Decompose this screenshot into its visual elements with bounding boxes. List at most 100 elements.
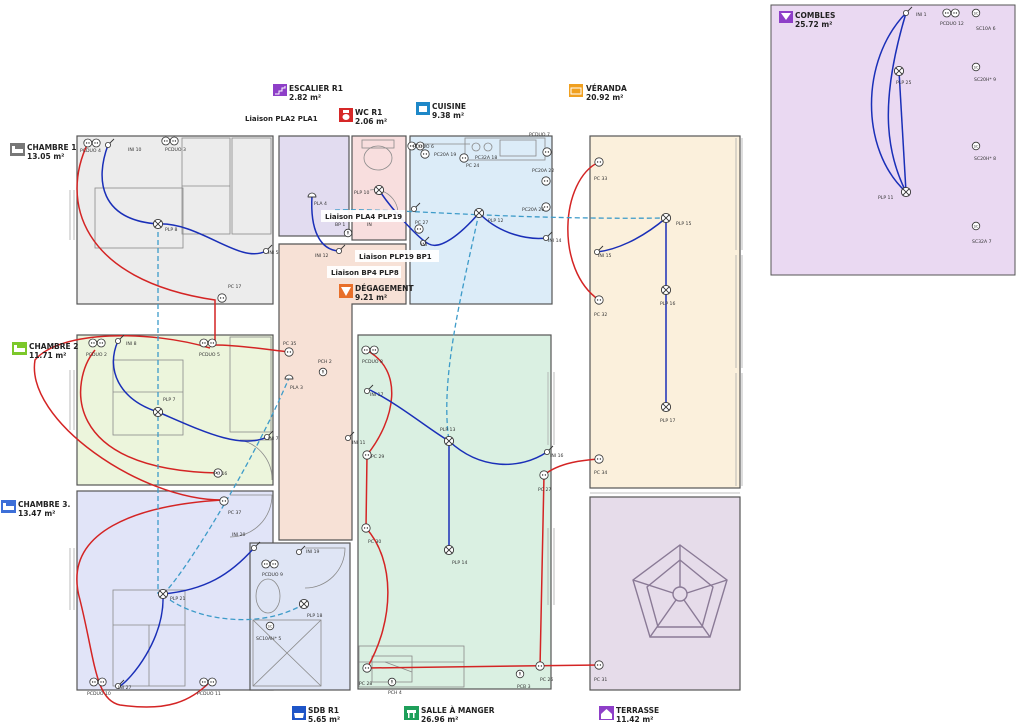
room-name-chambre-1: CHAMBRE 1 [27, 143, 77, 152]
device-label: INI 27 [118, 685, 132, 691]
device-label: PCDUO 6 [413, 144, 434, 150]
ceiling-light-icon [893, 65, 905, 77]
room-name-salle-a-manger: SALLE À MANGER [421, 706, 495, 715]
room-chambre-3[interactable] [76, 490, 274, 691]
push-button-icon [515, 669, 525, 679]
device-label: PC 31 [594, 677, 607, 683]
device-label: PLP 16 [660, 301, 675, 307]
attic-icon-glyph [781, 13, 791, 20]
device-label: SC20H* 9 [974, 77, 996, 83]
room-area-degagement: 9.21 m² [355, 293, 387, 302]
device-label: PC 29 [371, 454, 384, 460]
parasol-terrasse [632, 544, 728, 638]
room-name-combles: COMBLES [795, 11, 835, 20]
stairs-icon [273, 84, 287, 96]
device-label: INI 17 [370, 392, 384, 398]
room-chambre-1[interactable] [76, 135, 274, 305]
device-label: INI 1 [916, 12, 927, 18]
room-name-degagement: DÉGAGEMENT [355, 284, 414, 293]
device-label: IN [367, 222, 372, 228]
device-label: PCB 3 [517, 684, 531, 690]
door-swing-sdb [304, 547, 346, 589]
device-label: PLP 7 [163, 397, 176, 403]
device-labels: INI 1 PCDUO 12 SC10A 6 SC20H* 9 SC20H* 8… [80, 12, 996, 697]
device-label: PCDUO 11 [197, 691, 221, 697]
device-label: PC32A 18 [475, 155, 497, 161]
device-label: PC 26 [540, 677, 553, 683]
room-area-chambre-3: 13.47 m² [18, 509, 55, 518]
device-label: INI 16 [550, 453, 564, 459]
push-button-icon [318, 367, 328, 377]
ceiling-light-icon [373, 184, 385, 196]
ceiling-light-icon [900, 186, 912, 198]
bed-chambre-2 [112, 359, 184, 436]
device-label: PLA 3 [290, 385, 303, 391]
device-label: PC 33 [594, 176, 607, 182]
device-label: INI [421, 242, 427, 248]
device-label: PC20A 22 [532, 168, 554, 174]
device-label: PLP 14 [452, 560, 467, 566]
ceiling-light-icon [660, 212, 672, 224]
device-label: PLP 21 [170, 596, 185, 602]
room-combles[interactable] [770, 4, 1016, 276]
link-label-plp19-bp1: Liaison PLP19 BP1 [359, 253, 432, 261]
socket-icon [541, 176, 551, 186]
device-label: PC 34 [594, 470, 607, 476]
ceiling-light-icon [443, 435, 455, 447]
room-degagement[interactable] [278, 243, 407, 541]
socket-icon [217, 293, 227, 303]
push-button-icon [387, 677, 397, 687]
device-label: PLP 15 [676, 221, 691, 227]
room-area-chambre-2: 11.71 m² [29, 351, 66, 360]
device-label: PLA 4 [314, 201, 327, 207]
device-label: PC 27 [538, 487, 551, 493]
device-label: INI 19 [306, 549, 320, 555]
power-circuits [33, 142, 600, 708]
socket-icon [362, 450, 372, 460]
room-cuisine[interactable] [409, 135, 553, 305]
device-label: INI 11 [352, 440, 366, 446]
device-label: PLP 11 [878, 195, 893, 201]
room-area-combles: 25.72 m² [795, 20, 832, 29]
room-area-salle-a-manger: 26.96 m² [421, 715, 458, 724]
socket-icon [542, 147, 552, 157]
room-name-veranda: VÉRANDA [586, 84, 627, 93]
device-label: INI 14 [548, 238, 562, 244]
socket-icon [420, 149, 430, 159]
room-salle-a-manger[interactable] [357, 334, 552, 690]
device-label: PC 24 [466, 163, 479, 169]
device-label: PCH 4 [388, 690, 402, 696]
device-label: INI 20 [232, 532, 246, 538]
device-label: PCDUO 8 [362, 359, 383, 365]
ceiling-light-icon [152, 218, 164, 230]
ceiling-light-icon [157, 588, 169, 600]
device-label: PLP 13 [440, 427, 455, 433]
room-name-terrasse: TERRASSE [616, 706, 659, 715]
socket-icon [284, 347, 294, 357]
device-label: INI 8 [126, 341, 137, 347]
device-label: PCDUO 9 [262, 572, 283, 578]
device-label: PC 17 [228, 284, 241, 290]
device-label: PLP 12 [488, 218, 503, 224]
washbasin-sdb [255, 578, 281, 614]
room-veranda[interactable] [589, 135, 741, 489]
room-name-cuisine: CUISINE [432, 102, 466, 111]
device-label: BP 1 [335, 222, 345, 228]
socket-icon [594, 295, 604, 305]
link-label-pla4-plp19: Liaison PLA4 PLP19 [325, 213, 402, 221]
device-label: INI 12 [315, 253, 329, 259]
socket-icon [459, 153, 469, 163]
device-label: PC 35 [283, 341, 296, 347]
device-label: PCDUO 10 [87, 691, 111, 697]
wardrobe-chambre-2 [229, 336, 272, 433]
rooms-layer [76, 4, 1016, 691]
device-label: SC20H* 8 [974, 156, 996, 162]
room-area-veranda: 20.92 m² [586, 93, 623, 102]
device-label: PC 32 [594, 312, 607, 318]
specialized-circuit-icon [971, 62, 981, 72]
room-terrasse[interactable] [589, 496, 741, 691]
ceiling-light-icon [660, 401, 672, 413]
furniture-layer [69, 137, 743, 688]
socket-icon [362, 663, 372, 673]
